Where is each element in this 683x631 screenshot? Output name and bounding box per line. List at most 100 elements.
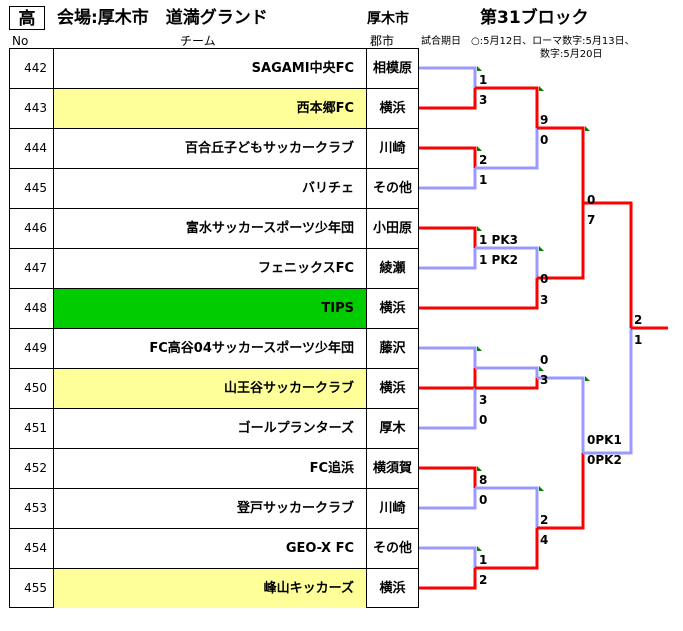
team-area: 藤沢 bbox=[366, 329, 419, 368]
bracket-line-r1 bbox=[419, 146, 477, 168]
match-mark-icon bbox=[585, 376, 590, 381]
match-mark-icon bbox=[585, 126, 590, 131]
score-r2b-top: 0 bbox=[540, 272, 549, 286]
team-number: 445 bbox=[9, 169, 53, 208]
team-name: 峰山キッカーズ bbox=[53, 569, 366, 608]
bracket-line-r1 bbox=[419, 388, 477, 430]
team-name: SAGAMI中央FC bbox=[53, 49, 366, 88]
team-number: 448 bbox=[9, 289, 53, 328]
score-r3a-top: 0 bbox=[587, 193, 596, 207]
column-header-no: No bbox=[12, 34, 29, 48]
bracket-line-r3 bbox=[537, 126, 585, 203]
bracket-line-r1 bbox=[419, 568, 477, 590]
team-number: 450 bbox=[9, 369, 53, 408]
match-mark-icon bbox=[477, 66, 482, 71]
match-mark-icon bbox=[477, 466, 482, 471]
score-r1g-bottom: 2 bbox=[479, 573, 488, 587]
team-number: 455 bbox=[9, 569, 53, 608]
bracket-line-final bbox=[583, 328, 633, 455]
score-final-top: 2 bbox=[634, 313, 643, 327]
bracket-line-r2 bbox=[475, 378, 539, 390]
venue-title: 会場:厚木市 道満グランド bbox=[57, 8, 268, 28]
bracket-line-r2 bbox=[475, 528, 539, 570]
column-header-area: 郡市 bbox=[370, 34, 395, 48]
match-mark-icon bbox=[539, 86, 544, 91]
team-name: 登戸サッカークラブ bbox=[53, 489, 366, 528]
bracket-line-r1 bbox=[419, 368, 477, 390]
team-name: GEO-X FC bbox=[53, 529, 366, 568]
bracket-line-r1 bbox=[419, 168, 477, 190]
score-r2b-bottom: 3 bbox=[540, 293, 549, 307]
team-number: 442 bbox=[9, 49, 53, 88]
team-area: 川崎 bbox=[366, 129, 419, 168]
bracket-line-r1 bbox=[419, 346, 477, 368]
score-r1f-bottom: 0 bbox=[479, 493, 488, 507]
score-r2d-top: 2 bbox=[540, 513, 549, 527]
team-name: FC追浜 bbox=[53, 449, 366, 488]
team-name: 山王谷サッカークラブ bbox=[53, 369, 366, 408]
team-name: 百合丘子どもサッカークラブ bbox=[53, 129, 366, 168]
match-mark-icon bbox=[477, 546, 482, 551]
team-name: バリチェ bbox=[53, 169, 366, 208]
score-r1g-top: 1 bbox=[479, 553, 488, 567]
team-number: 454 bbox=[9, 529, 53, 568]
team-area: その他 bbox=[366, 169, 419, 208]
host-city: 厚木市 bbox=[367, 11, 409, 27]
score-r1b-bottom: 1 bbox=[479, 173, 488, 187]
division-badge: 高 bbox=[9, 6, 45, 30]
bracket-line-r2 bbox=[475, 246, 539, 278]
score-r2c-bottom: 3 bbox=[540, 373, 549, 387]
team-number: 453 bbox=[9, 489, 53, 528]
match-mark-icon bbox=[539, 366, 544, 371]
score-r3b-top: 0PK1 bbox=[587, 433, 622, 447]
team-number: 447 bbox=[9, 249, 53, 288]
score-final-bottom: 1 bbox=[634, 333, 643, 347]
team-area: 厚木 bbox=[366, 409, 419, 448]
team-name: 富水サッカースポーツ少年団 bbox=[53, 209, 366, 248]
bracket-line-r3 bbox=[537, 453, 585, 530]
bracket-line-r1 bbox=[419, 488, 477, 510]
bracket-line-r1 bbox=[419, 248, 477, 270]
bracket-line-r2 bbox=[475, 128, 539, 170]
score-r1a-bottom: 3 bbox=[479, 93, 488, 107]
score-r1e-bottom: 0 bbox=[479, 413, 488, 427]
team-area: 横浜 bbox=[366, 89, 419, 128]
score-r1c-top: 1 PK3 bbox=[479, 233, 518, 247]
team-area: 小田原 bbox=[366, 209, 419, 248]
team-area: 横浜 bbox=[366, 289, 419, 328]
match-mark-icon bbox=[477, 146, 482, 151]
score-r3b-bottom: 0PK2 bbox=[587, 453, 622, 467]
team-area: 川崎 bbox=[366, 489, 419, 528]
team-name: TIPS bbox=[53, 289, 366, 328]
team-name: 西本郷FC bbox=[53, 89, 366, 128]
schedule-note-line1: 試合期日 ○:5月12日、ローマ数字:5月13日、 bbox=[421, 36, 635, 47]
bracket-line-r1 bbox=[419, 226, 477, 248]
team-area: 綾瀬 bbox=[366, 249, 419, 288]
team-area: 横浜 bbox=[366, 369, 419, 408]
team-name: ゴールプランターズ bbox=[53, 409, 366, 448]
score-r1c-bottom: 1 PK2 bbox=[479, 253, 518, 267]
team-area: その他 bbox=[366, 529, 419, 568]
score-r2a-top: 9 bbox=[540, 113, 549, 127]
score-r1f-top: 8 bbox=[479, 473, 488, 487]
bracket-line-r2 bbox=[475, 486, 539, 528]
match-mark-icon bbox=[539, 486, 544, 491]
team-name: FC高谷04サッカースポーツ少年団 bbox=[53, 329, 366, 368]
bracket-line-final bbox=[583, 201, 633, 328]
team-area: 横須賀 bbox=[366, 449, 419, 488]
score-r2c-top: 0 bbox=[540, 353, 549, 367]
match-mark-icon bbox=[477, 346, 482, 351]
